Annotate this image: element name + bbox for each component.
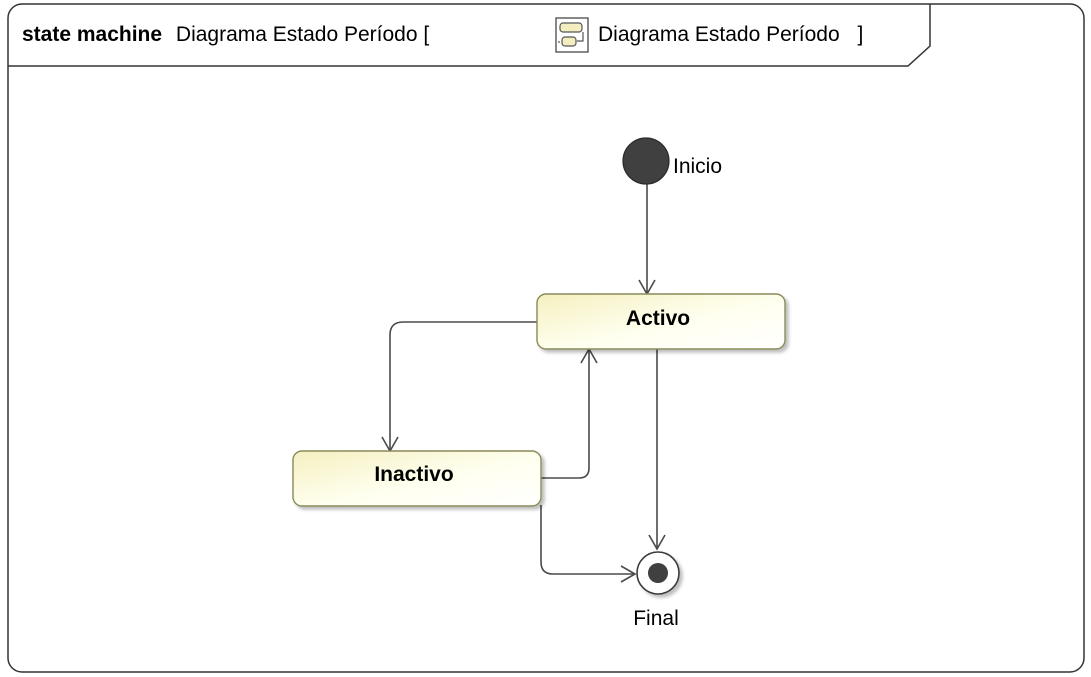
frame-heading: state machine Diagrama Estado Período [ … [22, 17, 863, 53]
state-inactivo[interactable]: Inactivo [292, 450, 542, 507]
final-state-dot [648, 563, 668, 583]
final-state[interactable]: Final [633, 551, 680, 630]
transition-inactivo-final [540, 505, 637, 583]
svg-text:state machine Diagrama E: state machine Diagrama Estado Período [ [22, 23, 429, 46]
frame-heading-tab [8, 4, 931, 67]
state-inactivo-box [292, 450, 542, 507]
frame-diagram-ref: Diagrama Estado Período [598, 23, 840, 46]
final-label: Final [633, 607, 679, 630]
state-activo[interactable]: Activo [536, 293, 786, 350]
frame-close-bracket: ] [857, 23, 863, 46]
svg-text:Diagrama Estado Período: Diagrama Estado Período ] [598, 23, 863, 46]
state-activo-box [536, 293, 786, 350]
state-activo-label: Activo [626, 307, 690, 330]
initial-node-dot [622, 137, 670, 185]
frame-keyword: state machine [22, 23, 162, 46]
frame-name: Diagrama Estado Período [ [176, 23, 429, 46]
transition-activo-final [648, 349, 666, 551]
state-inactivo-label: Inactivo [374, 463, 453, 486]
initial-pseudostate[interactable]: Inicio [622, 137, 722, 185]
state-machine-diagram-icon [555, 17, 589, 53]
initial-label: Inicio [673, 155, 722, 178]
